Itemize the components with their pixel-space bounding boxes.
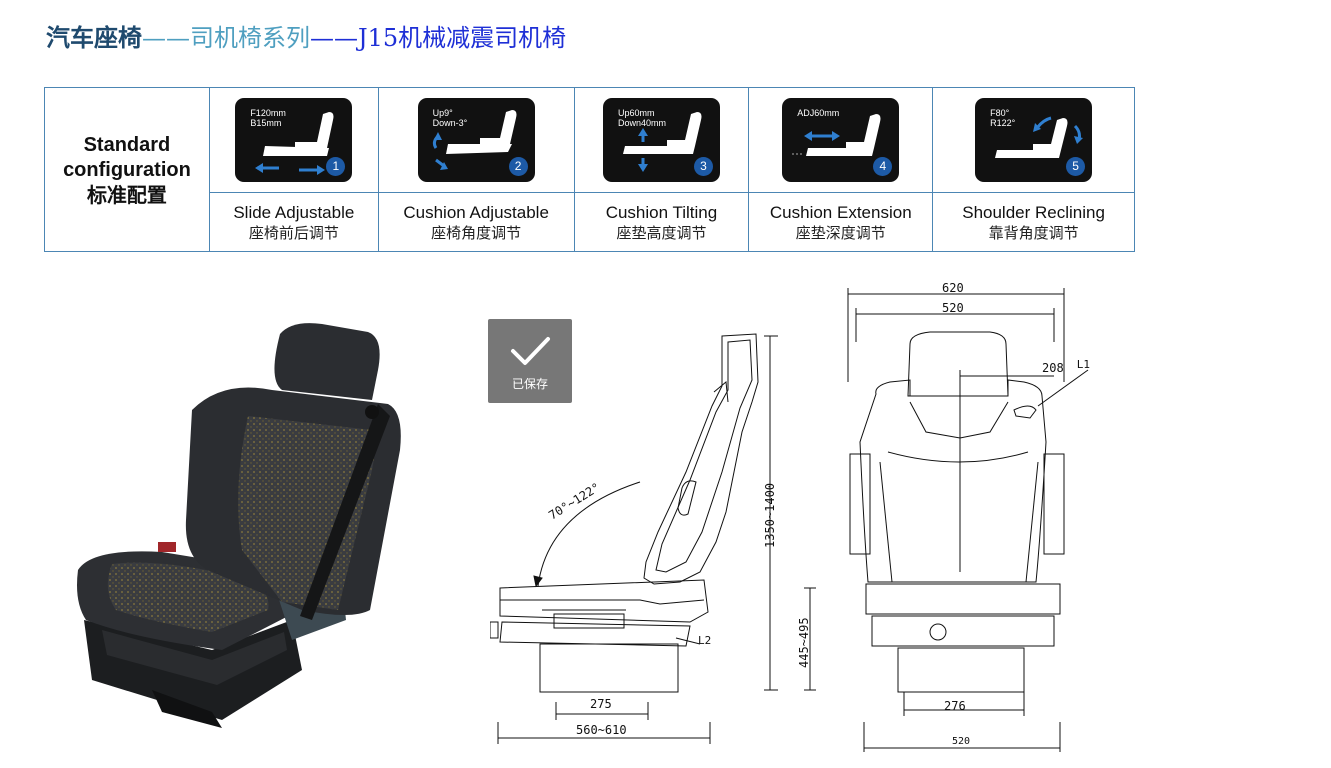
- saved-label: 已保存: [511, 377, 548, 391]
- backrest-width-label: 520: [942, 301, 964, 315]
- feature-icon-cell: Up60mm Down40mm 3: [573, 87, 750, 193]
- feature-label-cell: Shoulder Reclining 靠背角度调节: [932, 192, 1135, 252]
- feature-label-cn: 座椅前后调节: [248, 223, 339, 242]
- feature-number-badge: 5: [1066, 157, 1086, 176]
- title-model: J15机械减震司机椅: [358, 24, 567, 52]
- l2-label: L2: [698, 634, 711, 647]
- standard-configuration-cn: 标准配置: [86, 182, 167, 207]
- title-dash: ——: [310, 24, 358, 52]
- feature-label-en: Shoulder Reclining: [962, 202, 1105, 222]
- configuration-label: configuration: [63, 158, 191, 181]
- saved-badge[interactable]: 已保存: [488, 319, 572, 403]
- dimension-drawing: 70°~122° 1350~1400 445~495 275 560~610 6…: [490, 282, 1090, 752]
- feature-icon-cell: F120mm B15mm 1: [208, 87, 379, 193]
- title-series: 司机椅系列: [190, 24, 310, 52]
- base-width-label: 276: [944, 699, 966, 713]
- configuration-table: Standard configuration 标准配置 F120mm B15mm…: [44, 87, 1135, 252]
- feature-label-en: Slide Adjustable: [233, 202, 355, 222]
- feature-label-en: Cushion Extension: [769, 202, 912, 222]
- feature-icon-cell: Up9° Down-3° 2: [377, 87, 575, 193]
- offset-width-label: 208: [1042, 361, 1064, 375]
- cushion-height-icon: Up60mm Down40mm 3: [602, 98, 720, 182]
- bottom-width-label: 520: [952, 736, 970, 747]
- cushion-angle-icon: Up9° Down-3° 2: [417, 98, 535, 182]
- checkmark-icon: [511, 337, 550, 365]
- feature-spec: Up9° Down-3°: [432, 108, 468, 128]
- height-total-label: 1350~1400: [763, 483, 777, 548]
- feature-spec: ADJ60mm: [797, 108, 840, 118]
- feature-label-cn: 座垫深度调节: [795, 223, 886, 242]
- base-depth-label: 275: [590, 697, 612, 711]
- l1-label: L1: [1077, 358, 1090, 371]
- feature-label-en: Cushion Tilting: [605, 202, 718, 222]
- feature-label-en: Cushion Adjustable: [403, 202, 549, 222]
- feature-number-badge: 1: [326, 157, 346, 176]
- cushion-depth-icon: ADJ60mm 4: [782, 98, 900, 182]
- feature-label-cn: 座垫高度调节: [616, 223, 707, 242]
- feature-label-cell: Cushion Adjustable 座椅角度调节: [377, 192, 575, 252]
- feature-label-cn: 靠背角度调节: [988, 223, 1079, 242]
- title-dash: ——: [142, 24, 190, 52]
- feature-spec: F120mm B15mm: [250, 108, 286, 128]
- feature-number-badge: 4: [873, 157, 893, 176]
- standard-label: Standard: [83, 133, 171, 156]
- feature-label-cell: Cushion Extension 座垫深度调节: [748, 192, 934, 252]
- seat-height-label: 445~495: [797, 617, 811, 668]
- feature-icon-cell: ADJ60mm 4: [748, 87, 934, 193]
- title-category: 汽车座椅: [46, 23, 142, 52]
- feature-number-badge: 2: [508, 157, 528, 176]
- feature-label-cn: 座椅角度调节: [431, 223, 522, 242]
- standard-configuration-cell: Standard configuration 标准配置: [44, 87, 210, 252]
- total-width-label: 620: [942, 282, 964, 295]
- feature-spec: Up60mm Down40mm: [617, 108, 666, 128]
- feature-label-cell: Cushion Tilting 座垫高度调节: [573, 192, 750, 252]
- feature-spec: F80° R122°: [990, 108, 1016, 128]
- feature-icon-cell: F80° R122° 5: [932, 87, 1135, 193]
- seat-product-photo: [72, 320, 412, 734]
- feature-number-badge: 3: [693, 157, 713, 176]
- page-title: 汽车座椅——司机椅系列——J15机械减震司机椅: [46, 22, 566, 54]
- feature-label-cell: Slide Adjustable 座椅前后调节: [208, 192, 379, 252]
- backrest-recline-icon: F80° R122° 5: [975, 98, 1093, 182]
- recline-angle-label: 70°~122°: [546, 480, 602, 523]
- total-depth-label: 560~610: [576, 723, 627, 737]
- seat-slide-icon: F120mm B15mm 1: [235, 98, 353, 182]
